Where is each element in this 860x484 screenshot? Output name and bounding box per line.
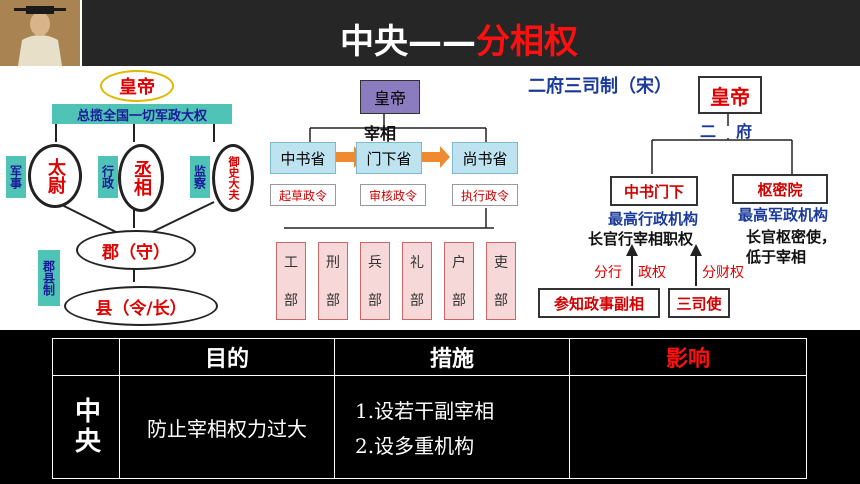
xian-ling-zhang: 县（令/长） — [64, 286, 218, 326]
dept-zhongshu: 中书省 — [270, 142, 336, 174]
sui-emperor: 皇帝 — [360, 80, 420, 114]
sui-tang-system-diagram: 皇帝 宰相 中书省 门下省 尚书省 起草政令 审核政令 执行政令 工部刑部兵部礼… — [264, 68, 518, 326]
summary-table: 目的 措施 影响 中央 防止宰相权力过大 1.设若干副宰相 2.设多重机构 — [0, 330, 860, 484]
ministry-char: 部 — [368, 293, 382, 309]
page-title: 中央——分相权 — [340, 22, 578, 62]
ministry-char: 工 — [284, 255, 298, 271]
header-purpose: 目的 — [119, 338, 335, 376]
yushi-dafu: 御史大夫 — [212, 144, 254, 212]
label-admin: 行政 — [98, 156, 118, 198]
jun-shou: 郡（守） — [76, 230, 196, 270]
dept-shangshu: 尚书省 — [452, 142, 518, 174]
split-admin-2: 政权 — [638, 265, 666, 281]
canzhi-zhengshi: 参知政事副相 — [538, 288, 660, 318]
ministry-char: 户 — [452, 255, 466, 271]
qin-system-diagram: 皇帝 总揽全国一切军政大权 军事 太尉 行政 丞相 监察 御史大夫 郡（守） 郡… — [4, 68, 262, 326]
song-title: 二府三司制（宋） — [528, 76, 672, 97]
ministry-4: 户部 — [444, 242, 474, 320]
role-draft: 起草政令 — [270, 184, 336, 206]
song-system-diagram: 二府三司制（宋） 皇帝 二 府 中书门下 枢密院 最高行政机构 长官行宰相职权 … — [522, 68, 858, 326]
ministry-char: 兵 — [368, 255, 382, 271]
ministry-5: 吏部 — [486, 242, 516, 320]
six-ministries: 工部刑部兵部礼部户部吏部 — [270, 242, 516, 322]
effect-cell — [569, 375, 807, 479]
split-admin-1: 分行 — [594, 265, 622, 281]
fu-label: 府 — [736, 122, 753, 141]
measure-2: 2.设多重机构 — [355, 434, 475, 458]
measures-cell: 1.设若干副宰相 2.设多重机构 — [334, 375, 570, 479]
measure-1: 1.设若干副宰相 — [355, 399, 495, 423]
role-review: 审核政令 — [360, 184, 426, 206]
ministry-char: 部 — [410, 293, 424, 309]
ministry-char: 吏 — [494, 255, 508, 271]
emperor-portrait-image — [0, 0, 80, 66]
shumi-desc: 最高军政机构 — [738, 206, 829, 224]
ministry-2: 兵部 — [360, 242, 390, 320]
ministry-char: 刑 — [326, 255, 340, 271]
role-execute: 执行政令 — [452, 184, 518, 206]
header-measures: 措施 — [334, 338, 570, 376]
split-finance: 分财权 — [702, 265, 744, 281]
zhongshu-menxia: 中书门下 — [610, 176, 698, 206]
ministry-1: 刑部 — [318, 242, 348, 320]
chengxiang: 丞相 — [118, 144, 164, 212]
qin-emperor: 皇帝 — [100, 70, 174, 102]
ministry-3: 礼部 — [402, 242, 432, 320]
row-label-central: 中央 — [52, 375, 120, 479]
shumi-head-2: 低于宰相 — [746, 248, 807, 266]
song-emperor: 皇帝 — [698, 76, 762, 114]
zhongshu-head: 长官行宰相职权 — [588, 230, 694, 248]
zhongshu-desc: 最高行政机构 — [608, 210, 699, 228]
sansi-shi: 三司使 — [668, 288, 730, 318]
shumi-head-1: 长官枢密使， — [746, 228, 837, 246]
ministry-char: 部 — [284, 293, 298, 309]
taiwei: 太尉 — [28, 144, 82, 208]
er-label: 二 — [700, 122, 717, 141]
header-effect: 影响 — [569, 338, 807, 376]
ministry-char: 部 — [494, 293, 508, 309]
shumiyuan: 枢密院 — [732, 174, 828, 204]
ministry-char: 部 — [326, 293, 340, 309]
ministry-char: 礼 — [410, 255, 424, 271]
dept-menxia: 门下省 — [356, 142, 422, 174]
label-prefecture-county: 郡县制 — [38, 250, 60, 306]
label-supervision: 监察 — [190, 156, 210, 198]
title-bar — [82, 0, 860, 66]
zaixiang-label: 宰相 — [364, 124, 397, 143]
ministry-0: 工部 — [276, 242, 306, 320]
purpose-cell: 防止宰相权力过大 — [119, 375, 335, 479]
ministry-char: 部 — [452, 293, 466, 309]
qin-banner: 总揽全国一切军政大权 — [52, 104, 232, 124]
label-military: 军事 — [6, 156, 26, 198]
header-cell-empty — [52, 338, 120, 376]
